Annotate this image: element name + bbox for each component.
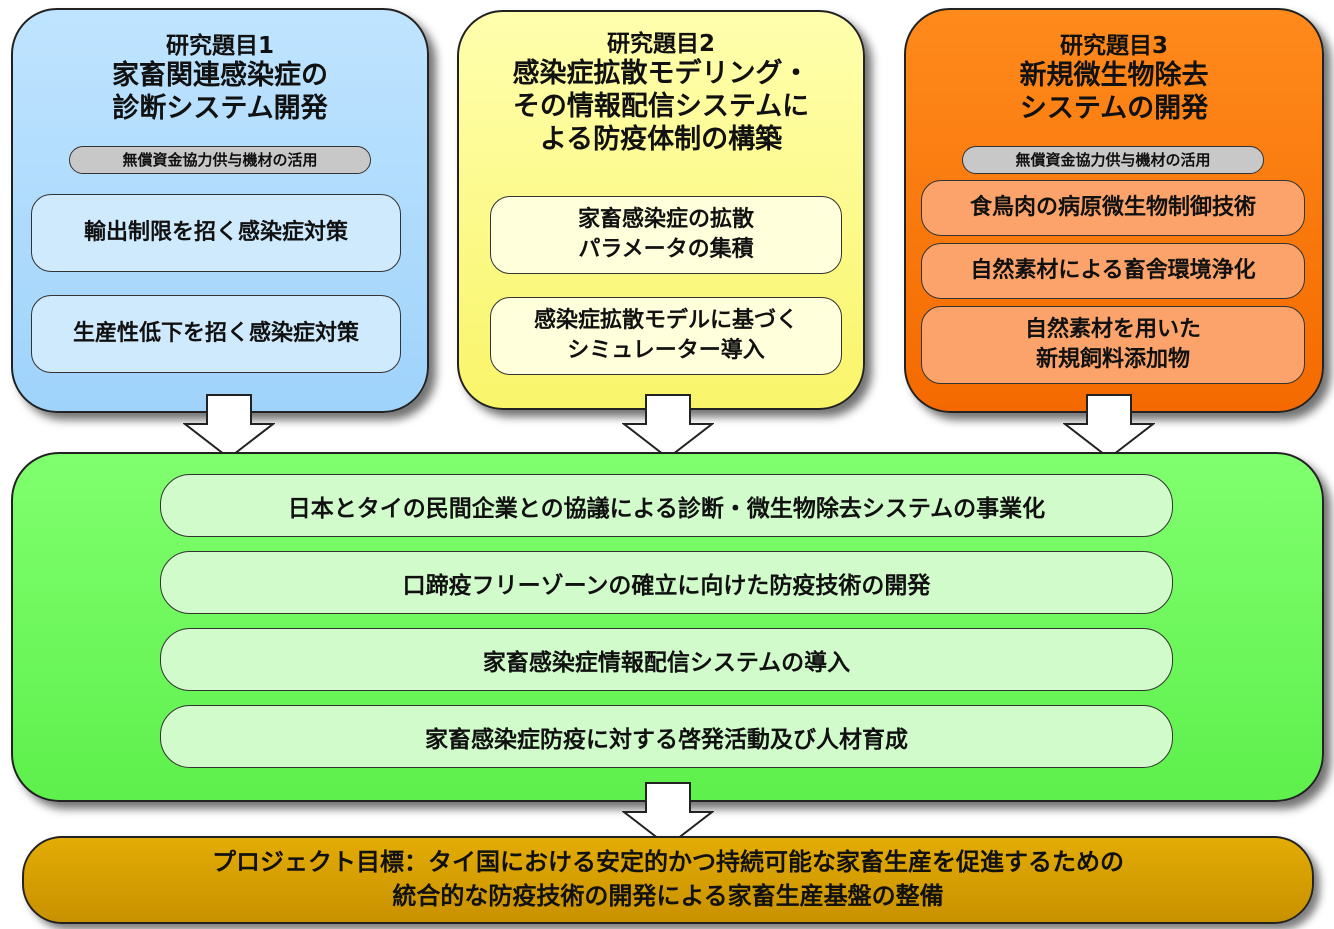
topic-1-item: 生産性低下を招く感染症対策	[31, 295, 401, 373]
down-arrow-icon	[622, 782, 714, 848]
item-line: 感染症拡散モデルに基づく	[533, 308, 798, 334]
topic-2-label: 研究題目2	[606, 31, 715, 57]
topic-3-title-line: 新規微生物除去	[1019, 60, 1209, 92]
goal-line: 統合的な防疫技術の開発による家畜生産基盤の整備	[392, 882, 944, 910]
topic-2-title-line: よる防疫体制の構築	[539, 123, 783, 155]
topic-2-panel: 研究題目2 感染症拡散モデリング・ その情報配信システムに よる防疫体制の構築 …	[457, 10, 865, 410]
item-line: 家畜感染症の拡散	[577, 207, 754, 233]
outcome-item: 家畜感染症情報配信システムの導入	[160, 628, 1173, 691]
topic-3-tag: 無償資金協力供与機材の活用	[962, 146, 1264, 174]
outcome-item: 口蹄疫フリーゾーンの確立に向けた防疫技術の開発	[160, 551, 1173, 614]
item-line: 自然素材を用いた	[1024, 317, 1201, 343]
goal-line: プロジェクト目標：タイ国における安定的かつ持続可能な家畜生産を促進するための	[212, 848, 1124, 877]
item-line: 生産性低下を招く感染症対策	[72, 321, 359, 347]
topic-2-item: 家畜感染症の拡散 パラメータの集積	[490, 196, 842, 274]
outcome-item: 日本とタイの民間企業との協議による診断・微生物除去システムの事業化	[160, 474, 1173, 537]
project-goal: プロジェクト目標：タイ国における安定的かつ持続可能な家畜生産を促進するための 統…	[22, 836, 1314, 924]
topic-2-item: 感染症拡散モデルに基づく シミュレーター導入	[490, 297, 842, 375]
topic-1-title-line: 診断システム開発	[112, 92, 328, 124]
topic-3-panel: 研究題目3 新規微生物除去 システムの開発 無償資金協力供与機材の活用 食鳥肉の…	[904, 8, 1324, 413]
item-line: 食鳥肉の病原微生物制御技術	[969, 195, 1256, 221]
item-line: パラメータの集積	[578, 237, 754, 262]
outcome-item: 家畜感染症防疫に対する啓発活動及び人材育成	[160, 705, 1173, 768]
topic-1-item: 輸出制限を招く感染症対策	[31, 194, 401, 272]
topic-1-label: 研究題目1	[165, 33, 274, 59]
topic-2-title: 研究題目2 感染症拡散モデリング・ その情報配信システムに よる防疫体制の構築	[459, 30, 863, 157]
down-arrow-icon	[183, 394, 275, 460]
down-arrow-icon	[1063, 394, 1155, 460]
topic-2-title-line: 感染症拡散モデリング・	[512, 58, 810, 90]
topic-1-panel: 研究題目1 家畜関連感染症の 診断システム開発 無償資金協力供与機材の活用 輸出…	[11, 8, 429, 413]
topic-3-title: 研究題目3 新規微生物除去 システムの開発	[906, 32, 1322, 126]
item-line: シミュレーター導入	[567, 338, 765, 363]
item-line: 新規飼料添加物	[1035, 347, 1190, 372]
topic-3-item: 自然素材を用いた 新規飼料添加物	[921, 306, 1305, 384]
topic-3-item: 食鳥肉の病原微生物制御技術	[921, 180, 1305, 236]
topic-1-title-line: 家畜関連感染症の	[112, 60, 328, 92]
down-arrow-icon	[622, 394, 714, 460]
topic-3-item: 自然素材による畜舎環境浄化	[921, 243, 1305, 299]
item-line: 自然素材による畜舎環境浄化	[970, 258, 1256, 284]
topic-3-label: 研究題目3	[1059, 33, 1168, 59]
topic-1-tag: 無償資金協力供与機材の活用	[69, 146, 371, 174]
topic-2-title-line: その情報配信システムに	[512, 90, 810, 122]
topic-1-title: 研究題目1 家畜関連感染症の 診断システム開発	[13, 32, 427, 126]
item-line: 輸出制限を招く感染症対策	[83, 220, 348, 246]
topic-3-title-line: システムの開発	[1019, 92, 1209, 124]
